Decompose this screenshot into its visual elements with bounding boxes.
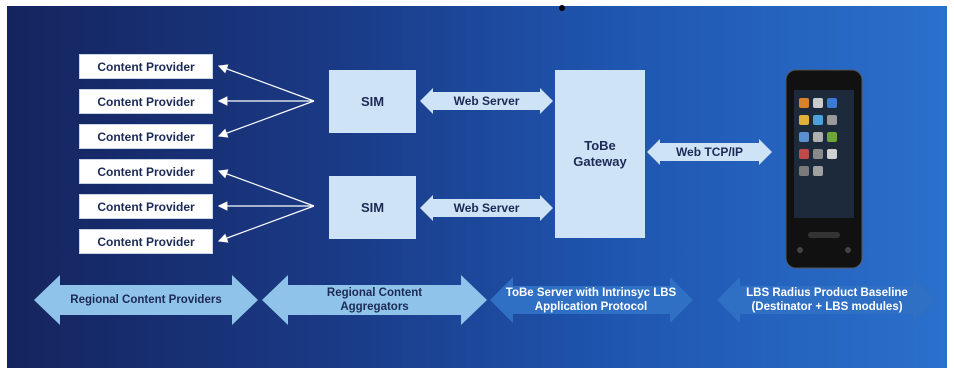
cp-arrow-4 <box>217 169 315 207</box>
web-server-top-arrow <box>420 88 553 114</box>
content-provider-1: Content Provider <box>79 54 213 79</box>
tcp-arrow <box>647 139 772 165</box>
content-provider-5: Content Provider <box>79 194 213 219</box>
web-server-bottom-arrow <box>420 195 553 221</box>
gateway-box: ToBe Gateway <box>555 70 645 238</box>
tcp-label: Web TCP/IP <box>675 145 744 159</box>
content-provider-6: Content Provider <box>79 229 213 254</box>
band-arrow-4 <box>717 277 936 323</box>
phone-image <box>785 69 863 269</box>
content-provider-2: Content Provider <box>79 89 213 114</box>
cp-arrow-1 <box>217 64 315 102</box>
web-server-top-label: Web Server <box>453 94 520 108</box>
content-provider-4: Content Provider <box>79 159 213 184</box>
marker-dot <box>559 5 565 11</box>
band-label-tobe-server: ToBe Server with Intrinsyc LBS Applicati… <box>505 287 677 313</box>
cp-arrow-6 <box>217 205 315 243</box>
cp-arrow-3 <box>217 100 315 138</box>
band-label-regional-providers: Regional Content Providers <box>70 294 222 306</box>
sim-top-box: SIM <box>329 70 416 133</box>
band-arrow-1 <box>34 275 258 325</box>
band-arrow-2 <box>262 275 487 325</box>
web-server-bottom-label: Web Server <box>453 201 520 215</box>
content-provider-3: Content Provider <box>79 124 213 149</box>
band-label-lbs-radius: LBS Radius Product Baseline (Destinator … <box>746 287 908 313</box>
band-arrow-3 <box>490 277 693 323</box>
band-label-regional-aggregators: Regional Content Aggregators <box>326 287 423 313</box>
sim-bottom-box: SIM <box>329 176 416 239</box>
